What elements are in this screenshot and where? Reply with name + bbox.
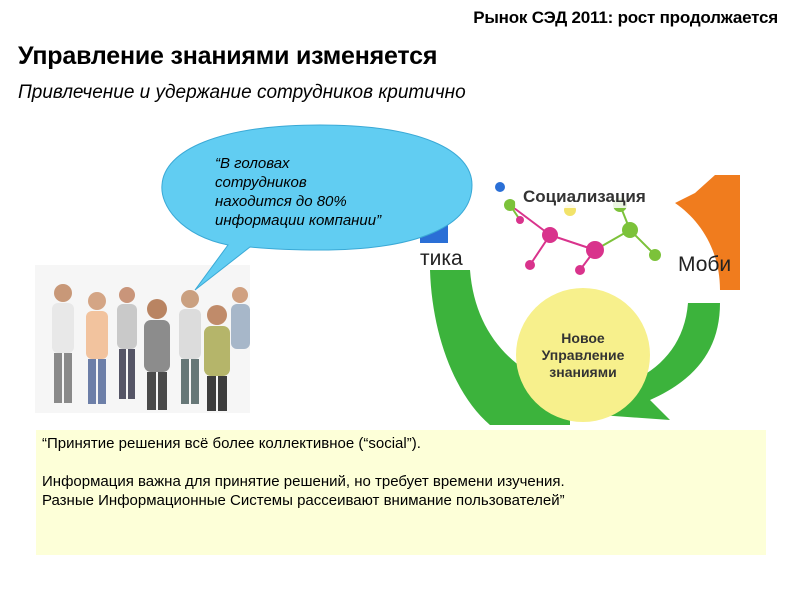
new-km-circle xyxy=(516,288,650,422)
person-figure xyxy=(179,290,201,404)
callout-line: сотрудников xyxy=(215,174,307,191)
right-partial-label: Моби xyxy=(678,253,731,276)
quote-line: Разные Информационные Системы рассеивают… xyxy=(42,492,565,509)
person-figure xyxy=(117,287,137,399)
socialization-circle xyxy=(490,175,676,308)
employees-photo xyxy=(35,265,250,413)
slide-title: Управление знаниями изменяется xyxy=(18,42,438,70)
person-figure xyxy=(231,287,250,349)
callout-quote: “В головах сотрудников находится до 80% … xyxy=(215,154,425,230)
quote-line: Информация важна для принятие решений, н… xyxy=(42,473,565,490)
quote-box: “Принятие решения всё более коллективное… xyxy=(36,430,766,555)
callout-line: находится до 80% xyxy=(215,193,347,210)
left-partial-label: тика xyxy=(420,247,463,270)
person-figure xyxy=(52,284,74,403)
callout-line: информации компании” xyxy=(215,212,382,229)
center-label-line2: Управление xyxy=(542,347,625,363)
orange-arrow-segment xyxy=(675,175,740,290)
person-figure xyxy=(86,292,108,404)
knowledge-management-cycle-diagram: Социализация тика Моби Новое Управление … xyxy=(420,175,740,425)
quote-paragraph: “Принятие решения всё более коллективное… xyxy=(42,435,421,452)
center-label-line3: знаниями xyxy=(549,364,616,380)
social-network-graphic xyxy=(504,198,661,275)
person-figure xyxy=(144,299,170,410)
callout-line: “В головах xyxy=(215,155,290,172)
slide-subtitle: Привлечение и удержание сотрудников крит… xyxy=(18,82,466,103)
section-title: Рынок СЭД 2011: рост продолжается xyxy=(473,8,778,27)
center-label-line1: Новое xyxy=(561,330,605,346)
person-figure xyxy=(204,305,230,411)
socialization-label: Социализация xyxy=(523,187,646,206)
